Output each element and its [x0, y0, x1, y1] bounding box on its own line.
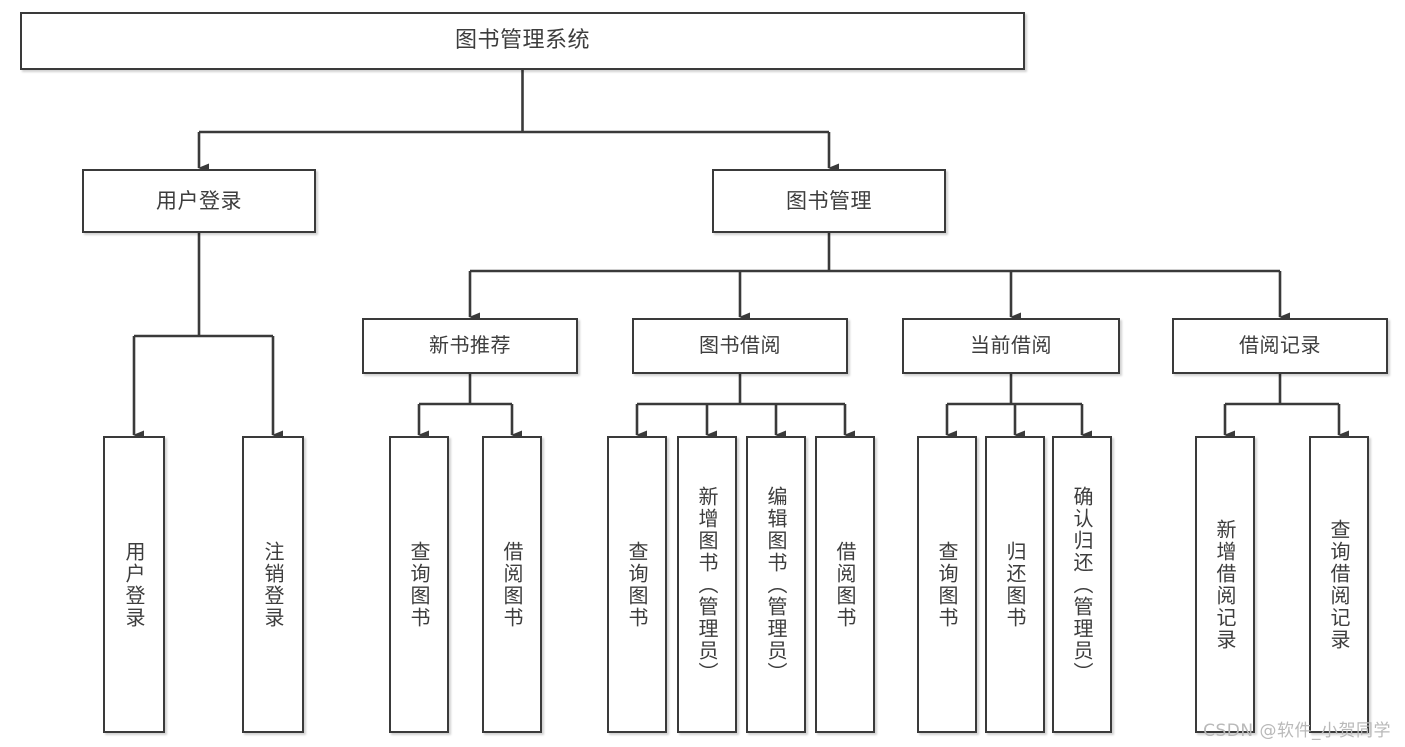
node-label-leaf-confirm-return: 确认归还（管理员） — [1070, 485, 1094, 684]
node-leaf-add-record: 新增借阅记录 — [1195, 436, 1255, 733]
node-leaf-borrow-book-1: 借阅图书 — [482, 436, 542, 733]
watermark-text: CSDN @软件_小贺同学 — [1203, 721, 1391, 741]
node-label-new-book-rec: 新书推荐 — [429, 333, 511, 358]
node-label-leaf-return-book: 归还图书 — [1003, 540, 1027, 629]
connector-group — [132, 70, 1349, 440]
node-leaf-query-book-2: 查询图书 — [607, 436, 667, 733]
node-label-leaf-edit-book: 编辑图书（管理员） — [764, 485, 788, 684]
node-leaf-query-book-1: 查询图书 — [389, 436, 449, 733]
node-label-leaf-borrow-book-1: 借阅图书 — [500, 540, 524, 629]
node-label-leaf-query-book-2: 查询图书 — [625, 540, 649, 629]
node-user-login: 用户登录 — [82, 169, 316, 233]
node-new-book-rec: 新书推荐 — [362, 318, 578, 374]
node-leaf-query-record: 查询借阅记录 — [1309, 436, 1369, 733]
node-label-leaf-borrow-book-2: 借阅图书 — [833, 540, 857, 629]
node-leaf-add-book: 新增图书（管理员） — [677, 436, 737, 733]
node-root: 图书管理系统 — [20, 12, 1025, 70]
node-label-leaf-add-record: 新增借阅记录 — [1213, 518, 1237, 651]
node-label-leaf-query-book-3: 查询图书 — [935, 540, 959, 629]
node-leaf-borrow-book-2: 借阅图书 — [815, 436, 875, 733]
node-leaf-return-book: 归还图书 — [985, 436, 1045, 733]
node-leaf-user-logout: 注销登录 — [242, 436, 304, 733]
node-current-borrow: 当前借阅 — [902, 318, 1120, 374]
node-label-leaf-query-book-1: 查询图书 — [407, 540, 431, 629]
node-book-borrow: 图书借阅 — [632, 318, 848, 374]
node-label-borrow-record: 借阅记录 — [1239, 333, 1321, 358]
node-label-current-borrow: 当前借阅 — [970, 333, 1052, 358]
node-label-leaf-user-login: 用户登录 — [122, 540, 146, 629]
node-label-leaf-add-book: 新增图书（管理员） — [695, 485, 719, 684]
node-book-manage: 图书管理 — [712, 169, 946, 233]
node-label-book-borrow: 图书借阅 — [699, 333, 781, 358]
node-leaf-query-book-3: 查询图书 — [917, 436, 977, 733]
node-leaf-confirm-return: 确认归还（管理员） — [1052, 436, 1112, 733]
node-label-user-login: 用户登录 — [156, 188, 242, 213]
node-label-book-manage: 图书管理 — [786, 188, 872, 213]
node-label-leaf-query-record: 查询借阅记录 — [1327, 518, 1351, 651]
node-leaf-edit-book: 编辑图书（管理员） — [746, 436, 806, 733]
node-leaf-user-login: 用户登录 — [103, 436, 165, 733]
node-label-root: 图书管理系统 — [454, 28, 590, 54]
node-label-leaf-user-logout: 注销登录 — [261, 540, 285, 629]
node-borrow-record: 借阅记录 — [1172, 318, 1388, 374]
